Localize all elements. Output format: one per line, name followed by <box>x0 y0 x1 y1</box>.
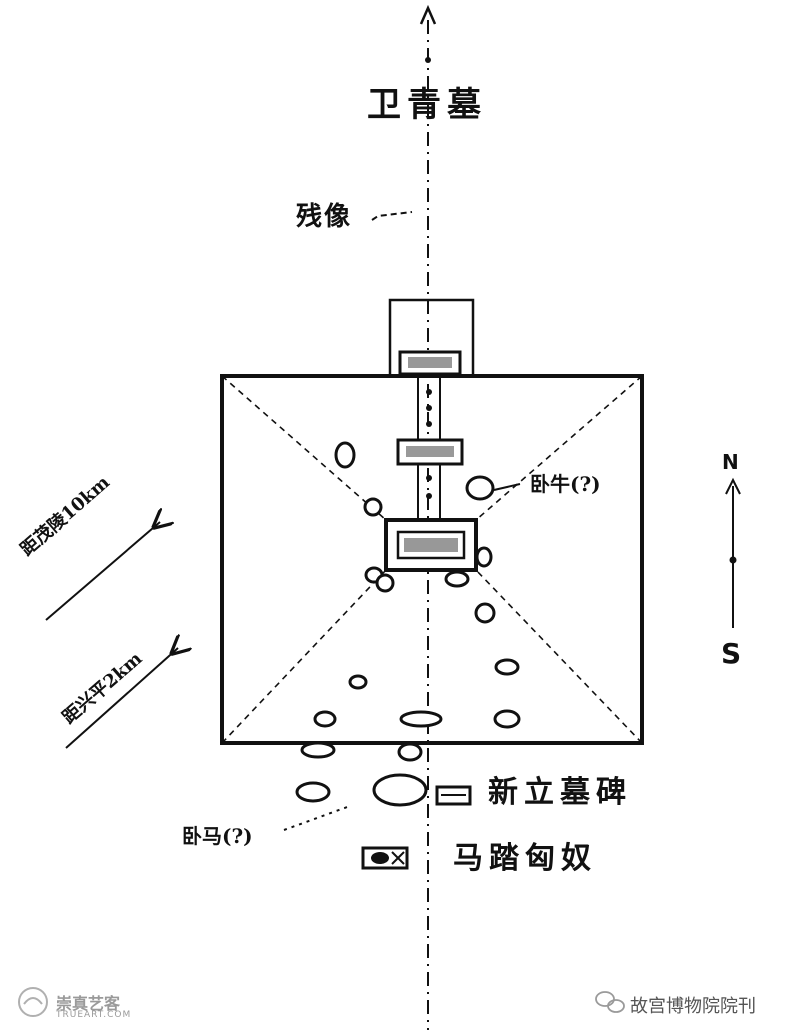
stone-sculpture <box>397 742 423 762</box>
north-arrow-head <box>419 4 437 25</box>
stone-sculpture <box>444 570 470 588</box>
arrow-xingping <box>65 648 178 749</box>
compass-center <box>729 556 737 564</box>
stone-sculpture-ox <box>465 475 495 501</box>
new-stele-marker <box>435 785 472 806</box>
stone-sculpture <box>300 741 336 759</box>
wechat-icon <box>595 991 625 1013</box>
path-dot <box>426 405 432 411</box>
path-dot <box>426 493 432 499</box>
axis-point <box>425 57 431 63</box>
central-shrine <box>384 518 478 572</box>
compass-arrow <box>725 477 741 495</box>
path-dot <box>426 421 432 427</box>
stone-sculpture <box>313 710 337 728</box>
leader-ox <box>493 483 521 491</box>
label-new-stele: 新立墓碑 <box>488 775 632 810</box>
watermark-right: 故宫博物院院刊 <box>630 996 756 1017</box>
stone-sculpture <box>494 658 520 676</box>
stone-sculpture <box>363 497 383 517</box>
stone-sculpture <box>375 573 395 593</box>
diagonal-se <box>475 569 643 744</box>
stone-sculpture-horse <box>372 773 428 807</box>
diagonal-sw <box>221 569 387 744</box>
watermark-logo-icon <box>18 987 48 1017</box>
stone-sculpture <box>475 546 493 568</box>
stone-sculpture <box>348 674 368 690</box>
diagonal-nw <box>221 375 387 521</box>
stele-middle <box>396 438 464 466</box>
horse-trampling-marker <box>361 846 409 870</box>
label-ruined-statue: 残像 <box>296 202 353 232</box>
stone-sculpture <box>334 441 356 469</box>
leader-statue <box>371 211 413 221</box>
leader-horse <box>283 805 351 831</box>
watermark-left-cn: 崇真艺客 <box>56 994 121 1013</box>
watermark-left-en: TRUEART.COM <box>56 1010 132 1020</box>
compass-south-label: S <box>721 637 742 670</box>
stone-sculpture <box>295 781 331 803</box>
label-horse-trampling-xiongnu: 马踏匈奴 <box>453 841 597 876</box>
stone-sculpture <box>399 710 443 728</box>
label-lying-ox: 卧牛(?) <box>530 472 601 496</box>
stone-sculpture <box>474 602 496 624</box>
path-dot <box>426 389 432 395</box>
path-dot <box>426 475 432 481</box>
stone-sculptures <box>295 441 521 807</box>
label-wei-qing-tomb: 卫青墓 <box>367 85 487 125</box>
arrow-maoling <box>45 522 160 621</box>
stone-sculpture <box>493 709 521 729</box>
label-lying-horse: 卧马(?) <box>182 824 253 848</box>
diagonal-ne <box>475 375 643 521</box>
stele-upper <box>398 350 462 376</box>
compass-north-label: N <box>722 450 739 474</box>
